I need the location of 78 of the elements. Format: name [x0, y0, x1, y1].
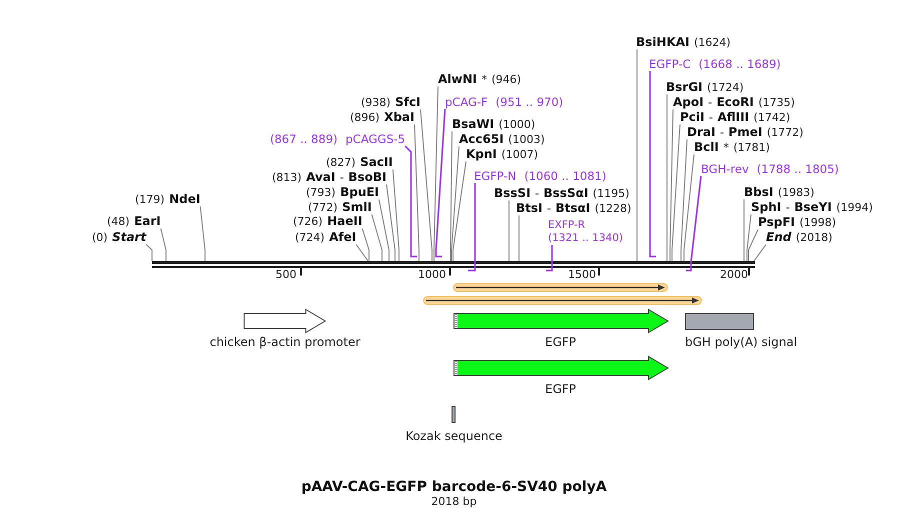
scale-label: 1500 [568, 268, 596, 281]
primer-leader-line [404, 145, 417, 258]
leader-line [672, 124, 680, 262]
site-label: ApoI - EcoRI (1735) [673, 94, 795, 110]
leader-line [434, 86, 438, 262]
feature-label: chicken β-actin promoter [210, 335, 360, 349]
leader-line [378, 199, 390, 262]
feature-label: Kozak sequence [406, 429, 502, 443]
orf-feature [453, 283, 668, 292]
site-label: BsaWI (1000) [452, 116, 536, 132]
leader-line [450, 131, 452, 262]
site-label: (0) Start [92, 230, 146, 244]
primer-leader-line [435, 108, 446, 258]
leader-line [518, 215, 520, 262]
site-label: BtsI - BtsαI (1228) [516, 200, 632, 216]
leader-line [684, 154, 694, 262]
site-label: (726) HaeII [293, 214, 362, 228]
leader-line [160, 228, 166, 262]
site-label: (896) XbaI [350, 110, 414, 124]
site-label: PspFI (1998) [758, 214, 836, 230]
site-label: (772) SmlI [308, 200, 372, 214]
site-label: End (2018) [766, 230, 832, 244]
primer-label: EGFP-N (1060 .. 1081) [474, 169, 606, 183]
leader-line [414, 124, 420, 262]
site-label: BbsI (1983) [744, 184, 814, 200]
feature-label: EGFP [544, 335, 576, 349]
site-label: BsiHKAI (1624) [636, 34, 731, 50]
site-label: DraI - PmeI (1772) [687, 124, 804, 140]
leader-line [680, 139, 688, 262]
diagram-title: pAAV-CAG-EGFP barcode-6-SV40 polyA [301, 479, 607, 496]
leader-line [146, 244, 152, 262]
site-label: Acc65I (1003) [459, 132, 545, 146]
leader-line [420, 109, 432, 262]
scale-label: 500 [276, 268, 296, 281]
site-label: AlwNI* (946) [438, 72, 522, 86]
scale-label: 1000 [418, 268, 446, 281]
site-label: (827) SacII [326, 154, 393, 170]
site-label: (724) AfeI [295, 230, 356, 244]
leader-line [666, 94, 668, 262]
primer-leader-line [468, 183, 476, 272]
site-label: BsrGI (1724) [666, 80, 744, 94]
site-label: PciI - AflIII (1742) [680, 110, 790, 124]
leader-line [748, 229, 758, 262]
orf-feature [423, 296, 702, 305]
feature-label: bGH poly(A) signal [685, 335, 798, 349]
leader-line [452, 161, 466, 262]
leader-line [670, 109, 674, 262]
primer-leader-line [546, 245, 553, 272]
site-label: (793) BpuEI [306, 184, 380, 200]
site-label: (179) NdeI [135, 192, 200, 206]
leader-line [754, 244, 766, 262]
leader-line [451, 146, 460, 262]
leader-line [392, 169, 400, 262]
leader-line [508, 200, 510, 262]
leader-line [746, 214, 752, 262]
site-label: (938) SfcI [361, 94, 421, 110]
sequence-length: 2018 bp [431, 495, 477, 508]
leader-line [362, 228, 370, 262]
leader-line [636, 49, 638, 262]
primer-label: BGH-rev (1788 .. 1805) [701, 162, 839, 176]
site-label: (813) AvaI - BsoBI [272, 170, 386, 184]
leader-line [356, 244, 368, 262]
feature-label: EGFP [544, 382, 576, 396]
primer-leader-line [649, 71, 656, 258]
leader-line [200, 206, 206, 262]
site-label: KpnI (1007) [466, 146, 538, 162]
site-label: (48) EarI [107, 214, 161, 228]
primer-label: (867 .. 889) pCAGGS-5 [270, 132, 406, 146]
site-label: BssSI - BssSαI (1195) [494, 186, 630, 200]
primer-leader-line [686, 176, 702, 272]
site-label: SphI - BseYI (1994) [751, 200, 873, 214]
primer-label: EXFP-R (1321 .. 1340) [548, 219, 623, 245]
leader-line [386, 184, 396, 262]
primer-label: pCAG-F (951 .. 970) [445, 95, 564, 109]
scale-label: 2000 [720, 268, 748, 281]
primer-label: EGFP-C (1668 .. 1689) [649, 57, 781, 71]
site-label: BclI* (1781) [694, 140, 770, 154]
leader-line [371, 214, 382, 262]
